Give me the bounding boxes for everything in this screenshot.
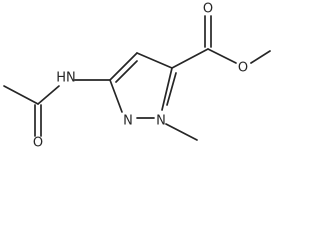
bond-n1-c5-inner xyxy=(166,72,177,106)
bond-acetyl-methyl xyxy=(3,85,39,105)
atom-carbonyl-oxygen: O xyxy=(203,2,213,17)
atom-labels: O O HN N N O xyxy=(33,2,248,151)
bond-c5-carboxyl xyxy=(171,48,209,69)
bond-carboxyl-ester-oxygen xyxy=(207,48,237,64)
bond-ester-oxygen-methyl xyxy=(250,50,271,64)
atom-amide-nitrogen: HN xyxy=(56,71,76,86)
chemical-structure: O O HN N N O xyxy=(3,2,271,151)
bond-c4-c3 xyxy=(109,52,138,81)
bond-nh-carbonyl xyxy=(37,85,60,105)
bond-c3-n2 xyxy=(109,79,123,113)
bonds xyxy=(3,15,271,141)
atom-ester-oxygen: O xyxy=(238,61,248,76)
atom-amide-oxygen: O xyxy=(33,136,43,151)
atom-ring-nitrogen-1: N xyxy=(156,114,166,129)
bond-n1-methyl xyxy=(165,123,198,141)
atom-ring-nitrogen-2: N xyxy=(123,114,133,129)
bond-n1-c5 xyxy=(161,67,173,111)
bond-c4-c3-inner xyxy=(115,60,138,83)
bond-c5-c4 xyxy=(136,52,173,69)
